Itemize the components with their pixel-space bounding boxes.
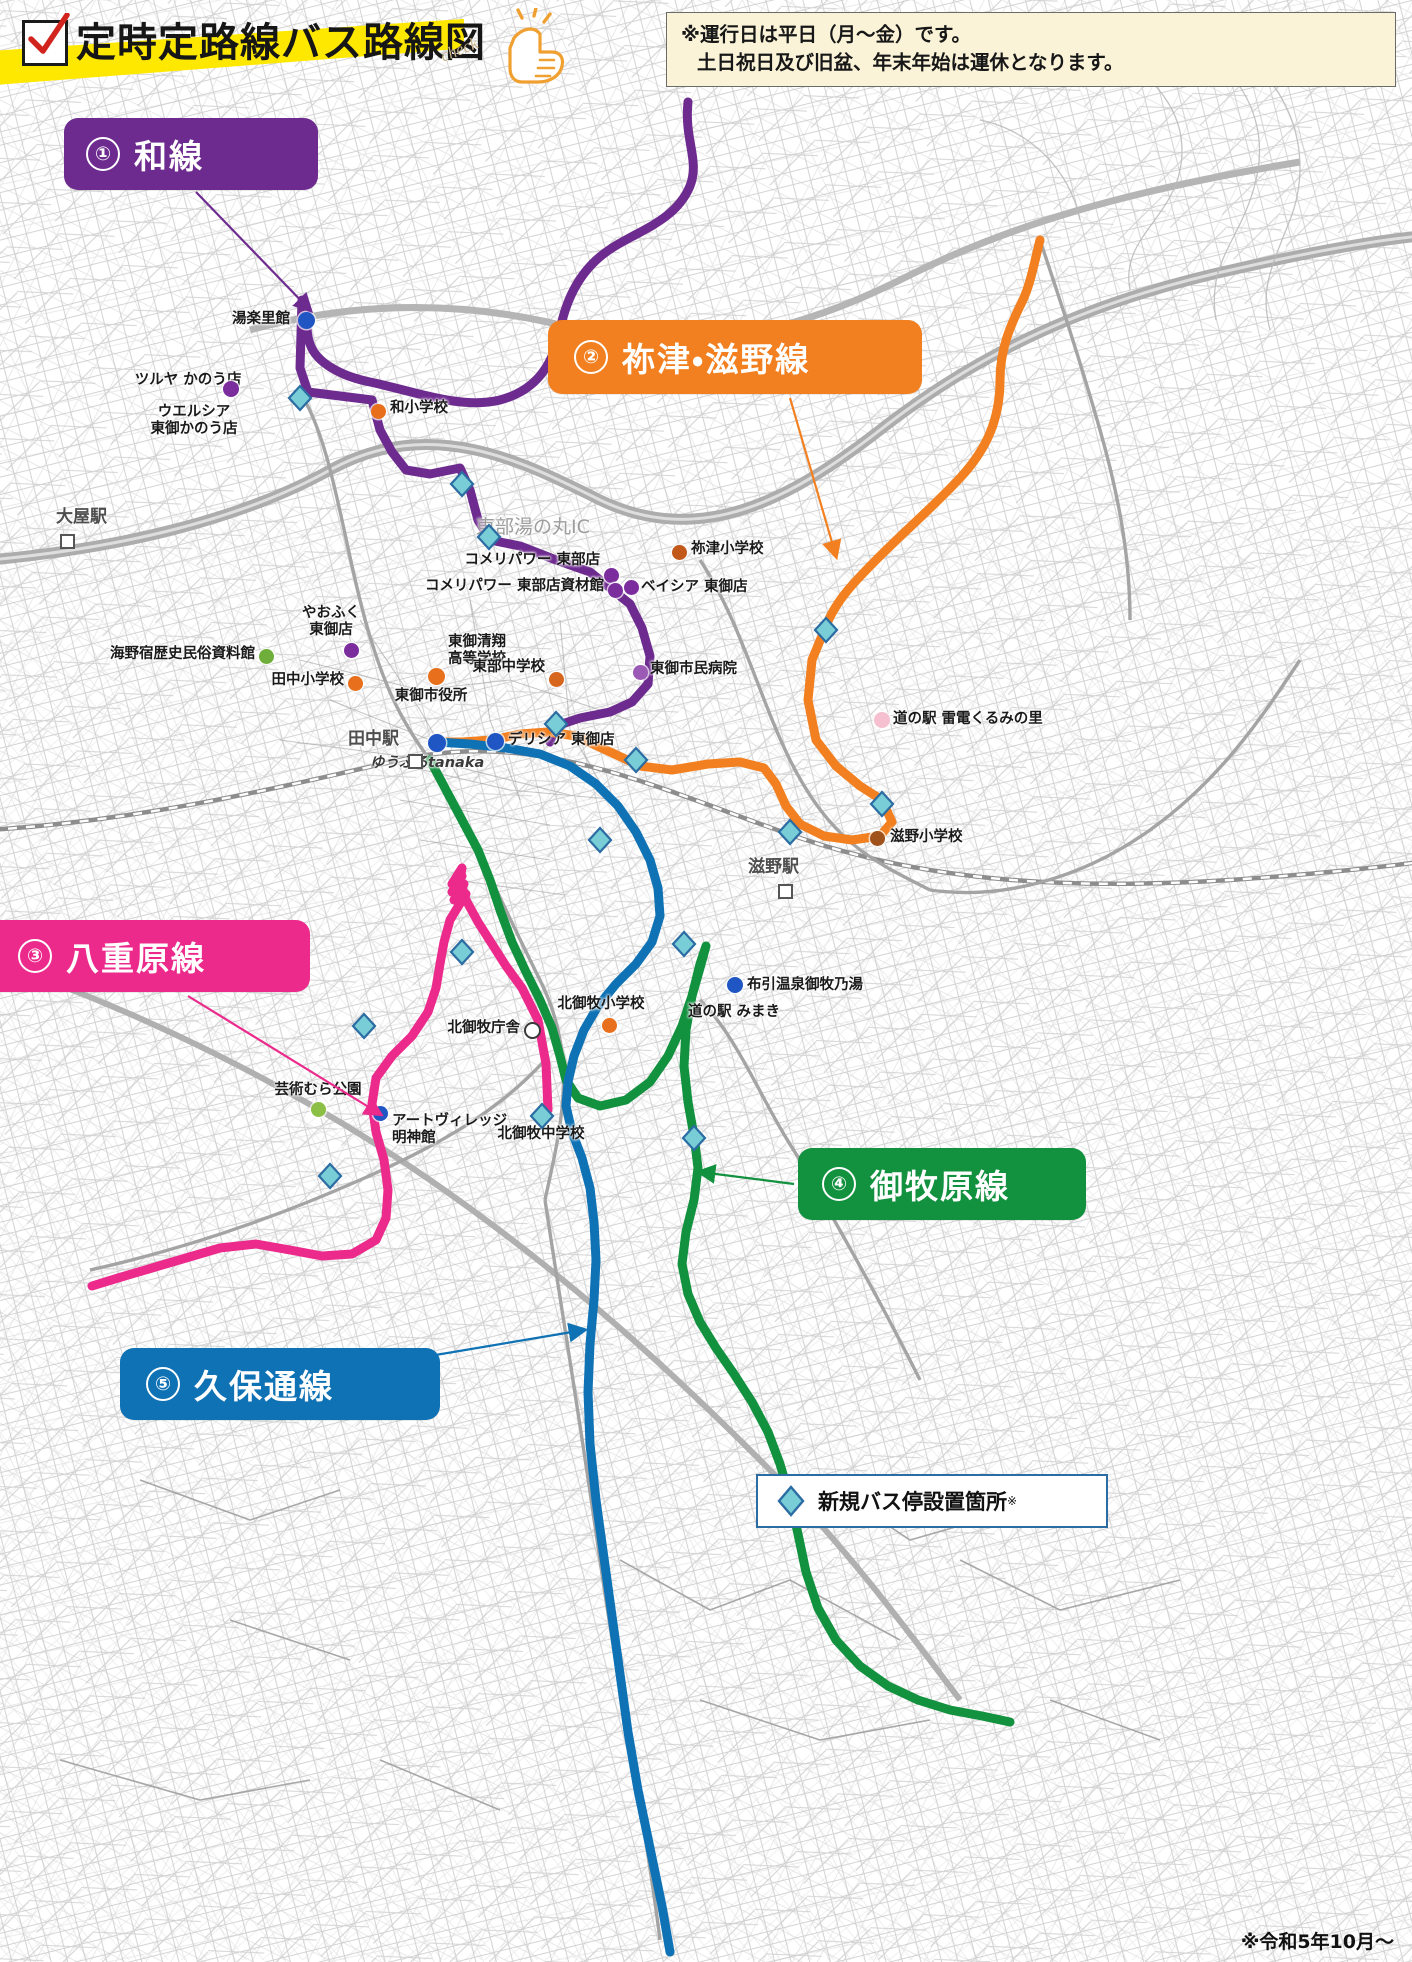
checkbox-checked-icon	[22, 13, 70, 66]
route-name-4: 御牧原線	[870, 1167, 1010, 1206]
route-label-kazu-line[interactable]: ① 和線	[64, 118, 318, 190]
route-number-3: ③	[18, 939, 52, 973]
marker-kitamimaki-sho	[602, 1018, 617, 1033]
page-title-banner: 定時定路線バス路線図 check	[0, 4, 565, 76]
poi-art-village: アートヴィレッジ 明神館	[392, 1113, 508, 1146]
poi-ooya-eki: 大屋駅	[56, 507, 107, 527]
marker-tomi-shiyakusho	[428, 668, 445, 685]
marker-komeri-shizai	[608, 583, 623, 598]
poi-komeri-tobu: コメリパワー 東部店	[464, 552, 600, 568]
marker-tsuruya-kanou	[223, 381, 239, 397]
route-number-1: ①	[86, 137, 120, 171]
map-legend: 新規バス停設置箇所 ※	[756, 1474, 1108, 1528]
legend-superscript: ※	[1007, 1494, 1018, 1508]
poi-shigeno-eki: 滋野駅	[748, 857, 799, 877]
marker-yufuru-tanaka	[428, 734, 446, 752]
marker-michinoeki-raiden	[874, 712, 890, 728]
route-name-3: 八重原線	[66, 939, 206, 978]
legend-label: 新規バス停設置箇所	[818, 1490, 1007, 1514]
route-number-2: ②	[574, 340, 608, 374]
poi-yaofuku-tomi: やおふく 東御店	[302, 605, 360, 638]
marker-tanaka-sho	[348, 676, 363, 691]
marker-shigeno-eki	[778, 884, 793, 899]
route-label-mimakihara-line[interactable]: ④ 御牧原線	[798, 1148, 1086, 1220]
route-path-kazu-line	[295, 97, 698, 747]
marker-netsu-sho	[672, 545, 687, 560]
marker-shigeno-sho	[870, 831, 885, 846]
check-mark-icon	[28, 13, 70, 54]
poi-tobu-chu: 東部中学校	[472, 659, 546, 675]
marker-tobu-chu	[549, 672, 564, 687]
poi-nunobiki-onsen: 布引温泉御牧乃湯	[747, 977, 863, 993]
poi-shigeno-sho: 滋野小学校	[890, 829, 963, 845]
poi-welcia-kanou: ウエルシア 東御かのう店	[150, 404, 238, 437]
route-label-netsu-shigeno-line[interactable]: ② 祢津・滋野線	[548, 320, 922, 394]
pointing-hand-icon	[508, 8, 565, 84]
marker-komeri-tobu	[604, 568, 619, 583]
poi-michinoeki-mimaki: 道の駅 みまき	[688, 1004, 781, 1020]
route-name-5: 久保通線	[194, 1367, 334, 1406]
poi-unno-shiryokan: 海野宿歴史民俗資料館	[110, 646, 255, 662]
poi-kazusho: 和小学校	[390, 400, 448, 416]
poi-tomi-shimin-byoin: 東御市民病院	[650, 661, 737, 677]
poi-michinoeki-raiden: 道の駅 雷電くるみの里	[893, 711, 1043, 727]
poi-kitamimaki-chosha: 北御牧庁舎	[447, 1020, 521, 1036]
poi-yufuru-tanaka: ゆうふるtanaka	[370, 755, 485, 771]
poi-delicia-tomi: デリシア 東御店	[508, 732, 615, 748]
notice-line-2: 土日祝日及び旧盆、年末年始は運休となります。	[697, 50, 1124, 74]
route-label-kubodori-line[interactable]: ⑤ 久保通線	[120, 1348, 440, 1420]
route-label-yaehara-line[interactable]: ③ 八重原線	[0, 920, 310, 992]
route-path-yaehara-line	[87, 863, 553, 1291]
diamond-marker-icon	[777, 1485, 805, 1517]
route-number-5: ⑤	[146, 1367, 180, 1401]
marker-kazusho	[371, 404, 386, 419]
operating-days-notice: ※運行日は平日（月～金）です。 土日祝日及び旧盆、年末年始は運休となります。	[666, 12, 1396, 88]
poi-tomi-shiyakusho: 東御市役所	[394, 688, 468, 704]
effective-date-footnote: ※令和5年10月～	[1240, 1931, 1394, 1953]
notice-line-1: ※運行日は平日（月～金）です。	[681, 23, 972, 46]
poi-beisia-tomi: ベイシア 東御店	[641, 579, 748, 595]
poi-komeri-shizai: コメリパワー 東部店資材館	[424, 578, 604, 594]
route-path-netsu-shigeno-line	[431, 235, 1045, 845]
poi-tanaka-sho: 田中小学校	[271, 672, 345, 688]
marker-beisia-tomi	[624, 580, 639, 595]
poi-netsu-sho: 祢津小学校	[691, 541, 764, 557]
poi-kitamimaki-sho: 北御牧小学校	[557, 996, 645, 1012]
route-name-2: 祢津・滋野線	[622, 340, 811, 379]
marker-tomi-shimin-byoin	[633, 665, 648, 680]
poi-kitamimaki-chu: 北御牧中学校	[497, 1126, 585, 1142]
poi-yurarikan: 湯楽里館	[232, 311, 290, 327]
poi-tobu-yunomaru-ic: 東部湯の丸IC	[476, 516, 590, 538]
route-path-mimakihara-line	[425, 755, 1015, 1727]
marker-nunobiki-onsen	[727, 977, 743, 993]
marker-ooya-eki	[60, 534, 75, 549]
marker-yaofuku-tomi	[344, 643, 359, 658]
marker-unno-shiryokan	[259, 649, 274, 664]
page-title: 定時定路線バス路線図	[76, 20, 486, 66]
marker-kitamimaki-chosha	[524, 1022, 541, 1039]
marker-delicia-tomi	[487, 733, 504, 750]
route-number-4: ④	[822, 1167, 856, 1201]
route-name-1: 和線	[134, 137, 204, 176]
marker-yurarikan	[298, 312, 315, 329]
marker-tanaka-eki	[408, 754, 423, 769]
poi-tobu-seisho-hs: 東御清翔 高等学校	[448, 634, 506, 667]
route-path-kubodori-line	[431, 737, 675, 1957]
poi-tanaka-eki: 田中駅	[348, 729, 399, 749]
